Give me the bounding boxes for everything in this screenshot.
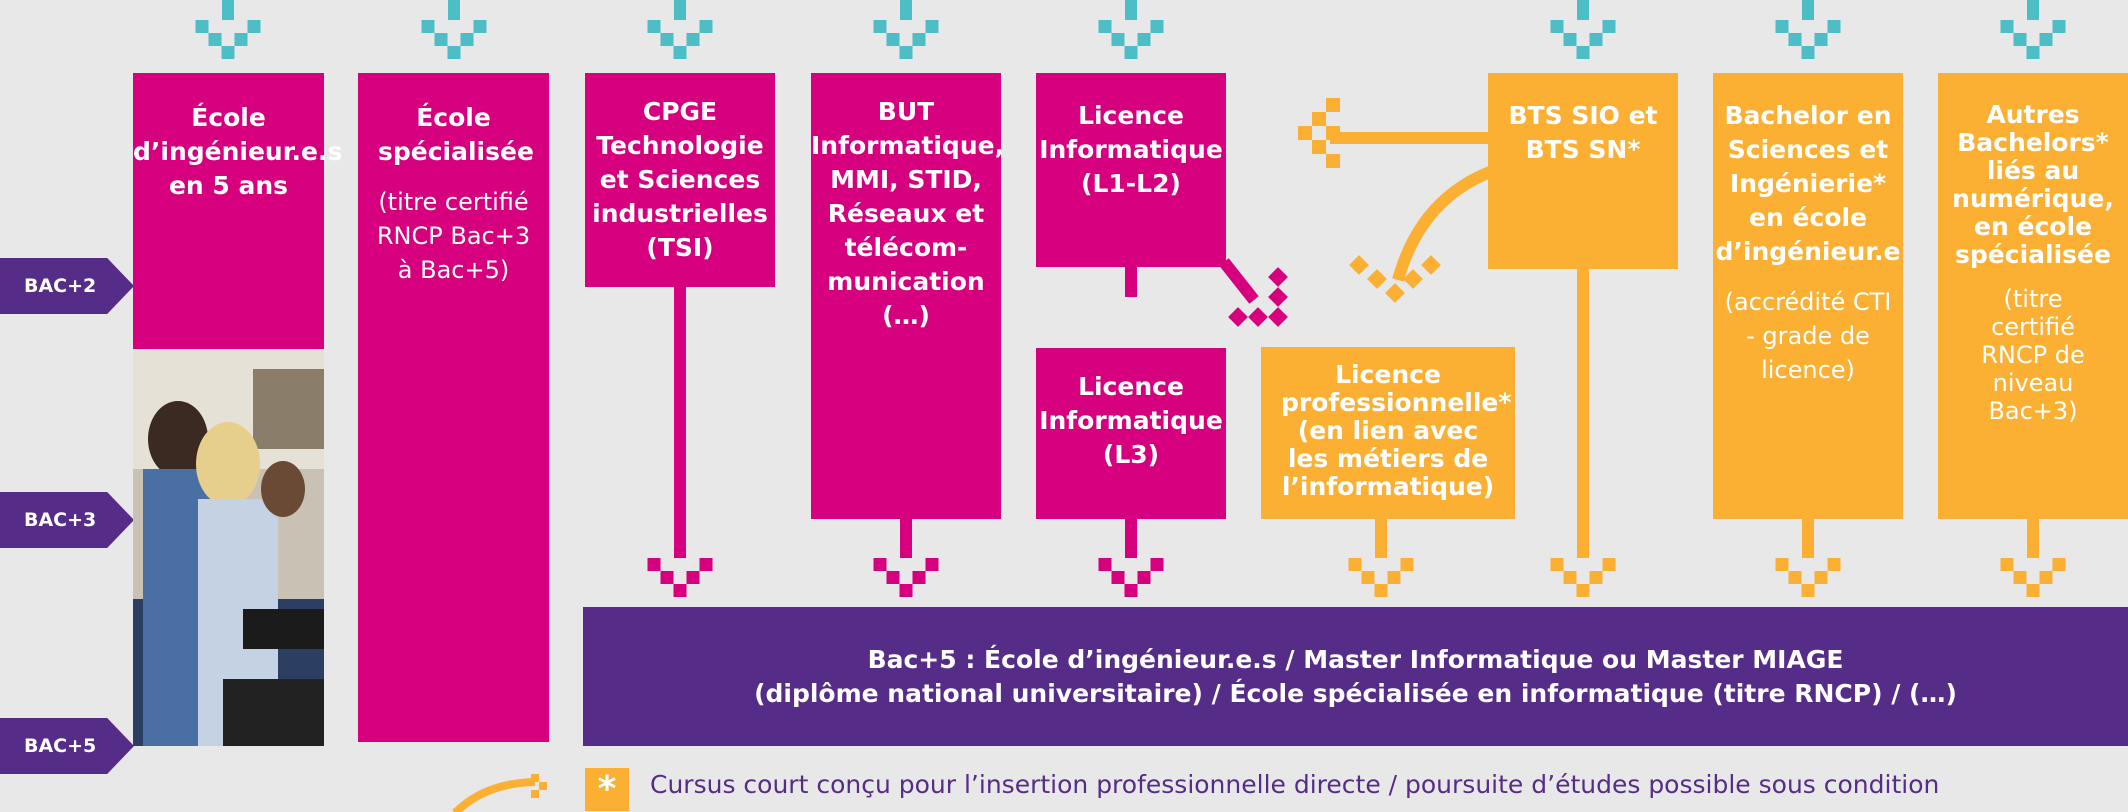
orange-down-arrow-icon [1550, 550, 1616, 597]
teal-down-arrow-icon [195, 0, 261, 59]
level-tag-bac2: BAC+2 [0, 258, 134, 314]
arrow-bts-to-licence-pro [1349, 166, 1493, 303]
box-bachelor-ingenieur: Bachelor en Sciences et Ingénierie* en é… [1713, 73, 1903, 519]
teal-down-arrow-icon [1775, 0, 1841, 59]
level-tag-bac5: BAC+5 [0, 718, 134, 774]
asterisk-icon: * [585, 768, 629, 811]
connector-line [674, 287, 686, 557]
box-but: BUT Informatique, MMI, STID, Réseaux et … [811, 73, 1004, 519]
connector-line [1375, 519, 1387, 557]
teal-down-arrow-icon [1550, 0, 1616, 59]
orange-down-arrow-icon [1348, 550, 1414, 597]
teal-down-arrow-icon [647, 0, 713, 59]
box-licence-professionnelle: Licence professionnelle* (en lien avec l… [1261, 347, 1515, 519]
photo-illustration [133, 349, 324, 746]
box-ecole-ingenieur: École d’ingénieur.e.s en 5 ans [133, 73, 342, 349]
connector-line [1125, 519, 1137, 557]
magenta-down-arrow-icon [873, 550, 939, 597]
orange-down-arrow-icon [2000, 550, 2066, 597]
box-autres-bachelors: Autres Bachelors* liés au numérique, en … [1938, 73, 2128, 519]
teal-down-arrow-icon [873, 0, 939, 59]
arrow-l2-to-licence-pro [1219, 258, 1288, 327]
footnote-text: Cursus court conçu pour l’insertion prof… [650, 770, 1940, 799]
box-ecole-specialisee: École spécialisée (titre certifié RNCP B… [358, 73, 549, 742]
arrows-to-bac5 [647, 550, 2066, 597]
teal-arrows-top [195, 0, 2066, 59]
orange-down-arrow-icon [1775, 550, 1841, 597]
teal-down-arrow-icon [421, 0, 487, 59]
teal-down-arrow-icon [2000, 0, 2066, 59]
arrow-bts-left [1298, 98, 1488, 168]
box-bts-sio-sn: BTS SIO et BTS SN* [1488, 73, 1678, 269]
students-at-computers-photo [133, 349, 324, 746]
box-licence-l3: Licence Informatique (L3) [1036, 348, 1226, 519]
level-tag-bac3: BAC+3 [0, 492, 134, 548]
bac5-outcomes-banner: Bac+5 : École d’ingénieur.e.s / Master I… [583, 607, 2128, 746]
connector-line [1125, 267, 1137, 297]
connector-line [900, 519, 912, 557]
box-cpge-tsi: CPGE Technologie et Sciences industriell… [585, 73, 775, 287]
magenta-down-arrow-icon [1098, 550, 1164, 597]
box-licence-l1-l2: Licence Informatique (L1-L2) [1036, 73, 1226, 267]
connector-line [1577, 269, 1589, 557]
teal-down-arrow-icon [1098, 0, 1164, 59]
connector-line [1802, 519, 1814, 557]
legend-curved-arrow-icon [452, 774, 547, 812]
connector-line [2027, 519, 2039, 557]
magenta-down-arrow-icon [647, 550, 713, 597]
